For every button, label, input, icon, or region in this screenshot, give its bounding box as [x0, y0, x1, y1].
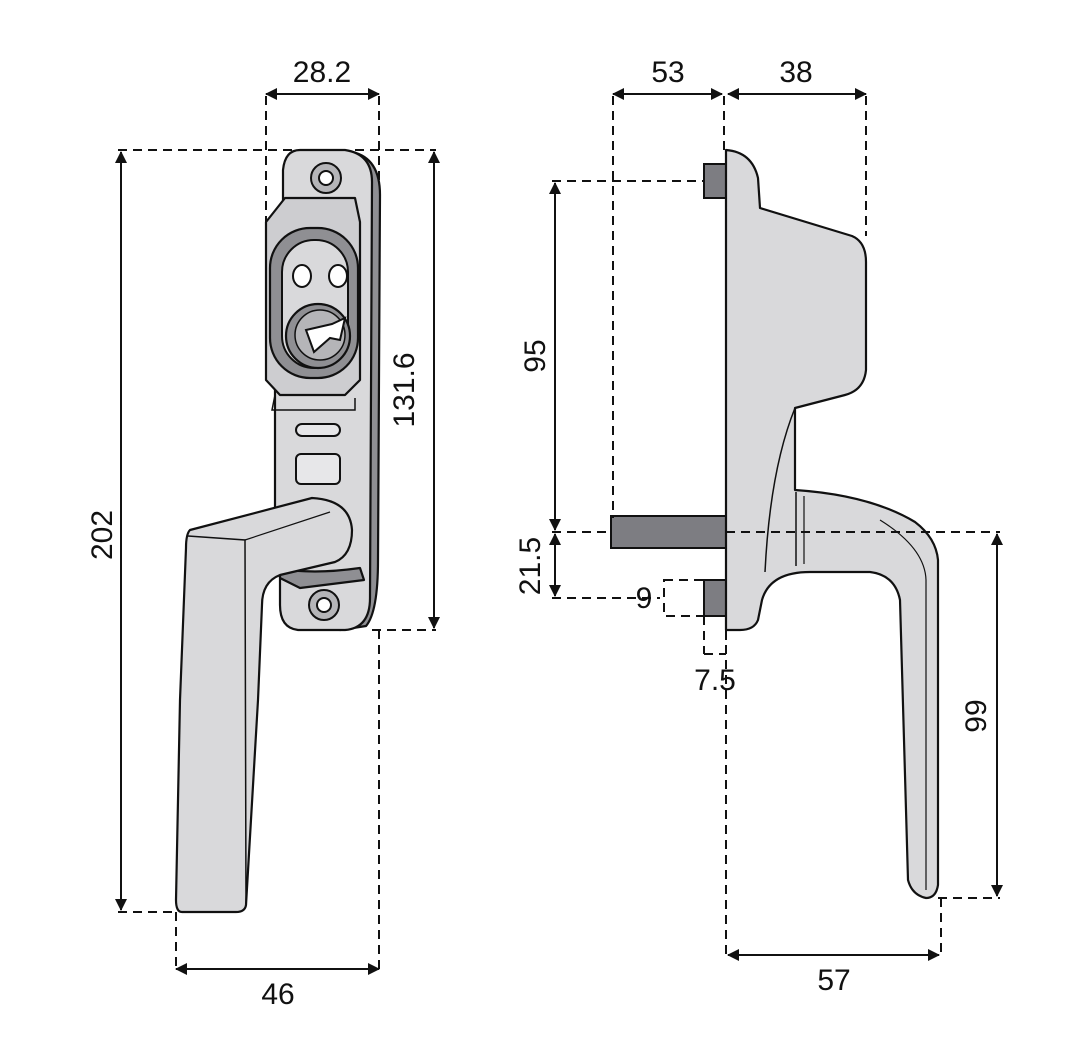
- grip-contour: [879, 519, 927, 890]
- lever-handle-ridge-2: [244, 511, 331, 541]
- screw-hole-icon: [328, 264, 348, 288]
- side-view: 53 38 95 21.5 9 7.5 99 57: [514, 56, 1003, 997]
- dim-pin-length: 9: [636, 582, 653, 615]
- dim-handle-drop: 99: [960, 699, 993, 732]
- dim-handle-reach: 57: [817, 964, 850, 997]
- dim-width-top: 28.2: [293, 56, 351, 89]
- square-spindle: [610, 515, 727, 549]
- dim-width-bottom: 46: [261, 978, 294, 1011]
- dim-height-body: 131.6: [388, 352, 421, 427]
- dim-projection-left: 53: [651, 56, 684, 89]
- pin-length-box: [663, 579, 705, 617]
- upper-fixing-pin: [703, 163, 727, 199]
- dim-spindle-to-pin: 21.5: [514, 537, 547, 595]
- bottom-screw-hole: [316, 597, 332, 613]
- dim-height-total: 202: [86, 510, 119, 560]
- dim-pin-width: 7.5: [694, 664, 736, 697]
- dim-projection-right: 38: [779, 56, 812, 89]
- indicator-slot: [295, 423, 341, 437]
- lever-handle: [174, 496, 354, 914]
- body-lower-bevel: [271, 394, 356, 411]
- top-screw-hole: [318, 170, 334, 186]
- side-body-contour: [764, 407, 796, 573]
- screw-hole-icon: [292, 264, 312, 288]
- dim-spindle-to-top: 95: [519, 339, 552, 372]
- side-body: [724, 148, 940, 900]
- lower-fixing-pin: [703, 579, 727, 617]
- indicator-window: [295, 453, 341, 485]
- front-view: 28.2 202 131.6 46: [86, 56, 440, 1011]
- keyhole-icon: [304, 316, 347, 354]
